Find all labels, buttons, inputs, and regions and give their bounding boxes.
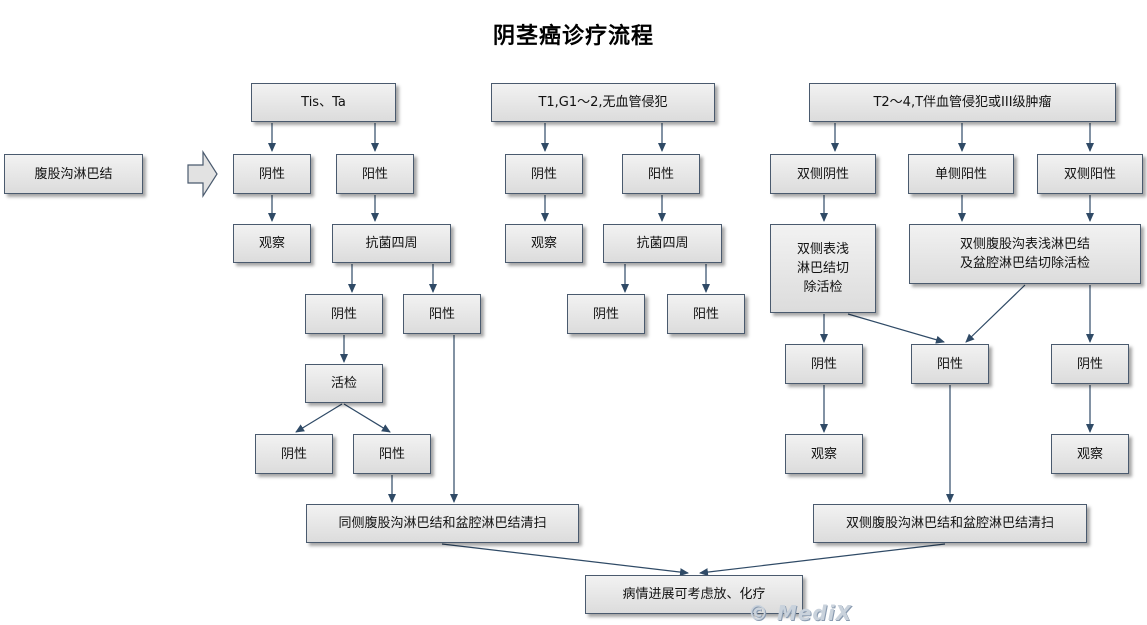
a-antibiotic-box: 抗菌四周 — [332, 224, 451, 263]
c-dissection-box: 双侧腹股沟淋巴结和盆腔淋巴结清扫 — [813, 504, 1087, 543]
a-observe-box: 观察 — [233, 224, 311, 263]
stage-t2-box: T2～4,T伴血管侵犯或III级肿瘤 — [809, 83, 1116, 122]
inguinal-lymph-node-box: 腹股沟淋巴结 — [4, 154, 143, 194]
c-unilateral-positive-box: 单侧阳性 — [908, 154, 1014, 194]
a-negative-box: 阴性 — [233, 154, 311, 194]
a-negative3-box: 阴性 — [255, 434, 333, 474]
edge-c-dissection-final — [699, 543, 946, 577]
a-dissection-box: 同侧腹股沟淋巴结和盆腔淋巴结清扫 — [306, 504, 579, 543]
diagram-title: 阴茎癌诊疗流程 — [492, 24, 654, 49]
c-negative-box: 阴性 — [785, 344, 863, 384]
c-negative-right-box: 阴性 — [1051, 344, 1129, 384]
c-observe-right-box: 观察 — [1051, 434, 1129, 474]
b-negative2-box: 阴性 — [567, 294, 645, 334]
a-negative2-box: 阴性 — [305, 294, 383, 334]
c-bilateral-negative-box: 双侧阴性 — [770, 154, 876, 194]
stage-tis-ta-box: Tis、Ta — [251, 83, 396, 122]
edge-c-unibiopsy-pos — [965, 284, 1026, 343]
b-observe-box: 观察 — [505, 224, 583, 263]
c-bilateral-positive-box: 双侧阳性 — [1037, 154, 1143, 194]
a-positive2-box: 阳性 — [403, 294, 481, 334]
watermark: © MediX — [748, 601, 853, 625]
b-negative-box: 阴性 — [505, 154, 583, 194]
a-biopsy-box: 活检 — [305, 364, 383, 403]
stage-t1-box: T1,G1～2,无血管侵犯 — [491, 83, 715, 122]
edge-a-biopsy-neg3 — [295, 403, 343, 433]
b-positive2-box: 阳性 — [667, 294, 745, 334]
edge-c-bibiopsy-pos — [847, 313, 945, 344]
c-observe-box: 观察 — [785, 434, 863, 474]
edge-a-biopsy-pos3 — [343, 403, 391, 433]
b-positive-box: 阳性 — [622, 154, 700, 194]
c-unilateral-biopsy-box: 双侧腹股沟表浅淋巴结 及盆腔淋巴结切除活检 — [909, 224, 1141, 284]
a-positive3-box: 阳性 — [353, 434, 431, 474]
block-arrow — [187, 150, 218, 199]
b-antibiotic-box: 抗菌四周 — [603, 224, 722, 263]
a-positive-box: 阳性 — [336, 154, 414, 194]
edge-a-dissection-final — [441, 543, 689, 577]
final-box: 病情进展可考虑放、化疗 — [585, 575, 803, 614]
c-positive-box: 阳性 — [911, 344, 989, 384]
c-bilateral-biopsy-box: 双侧表浅 淋巴结切 除活检 — [770, 224, 876, 313]
